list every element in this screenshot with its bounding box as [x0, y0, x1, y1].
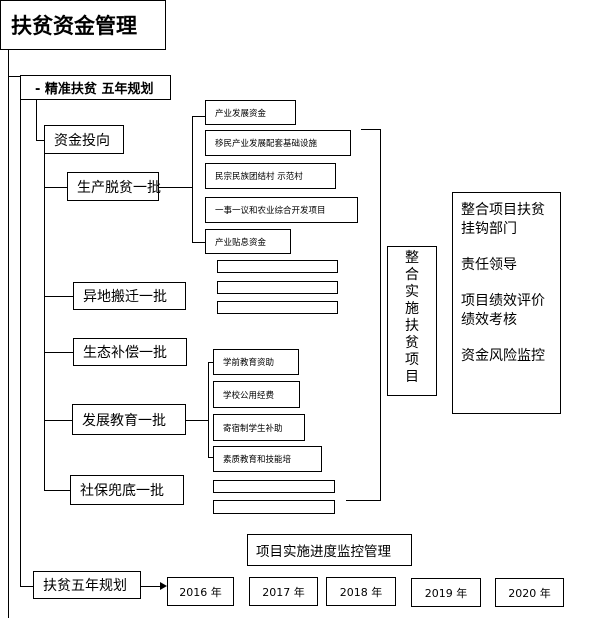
production-item-5: 产业贴息资金: [205, 229, 291, 254]
cat-h-1: [44, 187, 68, 188]
social-empty-2: [213, 500, 335, 514]
progress-monitoring-box: 项目实施进度监控管理: [247, 534, 412, 566]
big-bracket-v: [380, 129, 381, 501]
education-item-1: 学前教育资助: [213, 349, 299, 375]
panel-line-6: 资金风险监控: [461, 348, 545, 364]
production-bracket-bottom: [192, 242, 206, 243]
connector-precise-to-funding: [36, 100, 37, 140]
cat-h-3: [44, 352, 73, 353]
cat-h-2: [44, 296, 73, 297]
panel-line-5: 绩效考核: [461, 312, 517, 328]
inner-spine-line: [20, 76, 21, 587]
panel-line-4: 项目绩效评价: [461, 293, 545, 309]
production-item-4: 一事一议和农业综合开发项目: [205, 197, 358, 223]
integrated-projects-box: [387, 246, 437, 396]
category-ecology: 生态补偿一批: [73, 338, 187, 366]
panel-line-2: 挂钩部门: [461, 221, 517, 237]
panel-line-1: 整合项目扶贫: [461, 202, 545, 218]
precise-plan-heading: - 精准扶贫 五年规划: [20, 75, 171, 100]
management-panel: 整合项目扶贫 挂钩部门 责任领导 项目绩效评价 绩效考核 资金风险监控: [452, 192, 561, 414]
cat-h-5: [44, 490, 70, 491]
arrow-head-icon: [160, 582, 167, 590]
production-item-2: 移民产业发展配套基础设施: [205, 130, 351, 156]
education-bracket-v: [208, 362, 209, 458]
branch-line-top: [8, 76, 21, 77]
big-bracket-bottom: [346, 500, 381, 501]
funding-direction-box: 资金投向: [44, 125, 124, 154]
year-2017: 2017 年: [249, 577, 318, 606]
year-2016: 2016 年: [167, 577, 234, 606]
education-bracket-bottom: [208, 457, 214, 458]
relocation-empty-2: [217, 281, 338, 294]
category-spine-line: [44, 154, 45, 490]
education-item-2: 学校公用经费: [213, 381, 300, 408]
big-bracket-top: [361, 129, 381, 130]
main-spine-line: [8, 50, 9, 618]
five-year-arrow-line: [141, 586, 165, 587]
education-bracket-top: [208, 362, 214, 363]
panel-line-3: 责任领导: [461, 257, 517, 273]
category-production: 生产脱贫一批: [67, 172, 161, 201]
year-2018: 2018 年: [326, 577, 396, 606]
production-bracket-v: [192, 116, 193, 243]
year-2020: 2020 年: [495, 578, 564, 607]
year-2019: 2019 年: [411, 578, 481, 607]
five-year-branch: [20, 586, 34, 587]
social-empty-1: [213, 480, 335, 493]
five-year-plan-box: 扶贫五年规划: [33, 571, 141, 599]
relocation-empty-3: [217, 301, 338, 314]
education-item-4: 素质教育和技能培: [213, 446, 322, 472]
production-item-3: 民宗民族团结村 示范村: [205, 163, 336, 189]
production-item-1: 产业发展资金: [205, 100, 296, 125]
connector-h-funding: [36, 140, 45, 141]
category-social-security: 社保兜底一批: [70, 475, 184, 505]
page-title: 扶贫资金管理: [0, 0, 166, 50]
category-relocation: 异地搬迁一批: [73, 282, 186, 310]
production-link-h: [159, 187, 193, 188]
relocation-empty-1: [217, 260, 338, 273]
integrated-projects-label: 整合实施扶贫项目: [405, 250, 419, 385]
cat-h-4: [44, 420, 73, 421]
education-link-h: [186, 420, 209, 421]
category-education: 发展教育一批: [72, 404, 186, 435]
production-bracket-top: [192, 116, 206, 117]
education-item-3: 寄宿制学生补助: [213, 414, 305, 441]
